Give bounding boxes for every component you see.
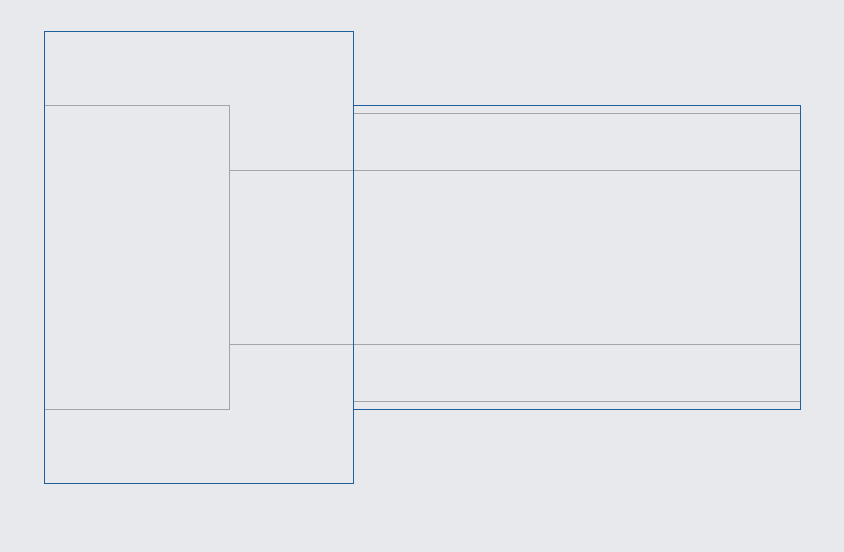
left-inner-box <box>44 105 230 410</box>
right-wide-frame <box>353 105 801 410</box>
left-tall-frame <box>44 31 354 484</box>
